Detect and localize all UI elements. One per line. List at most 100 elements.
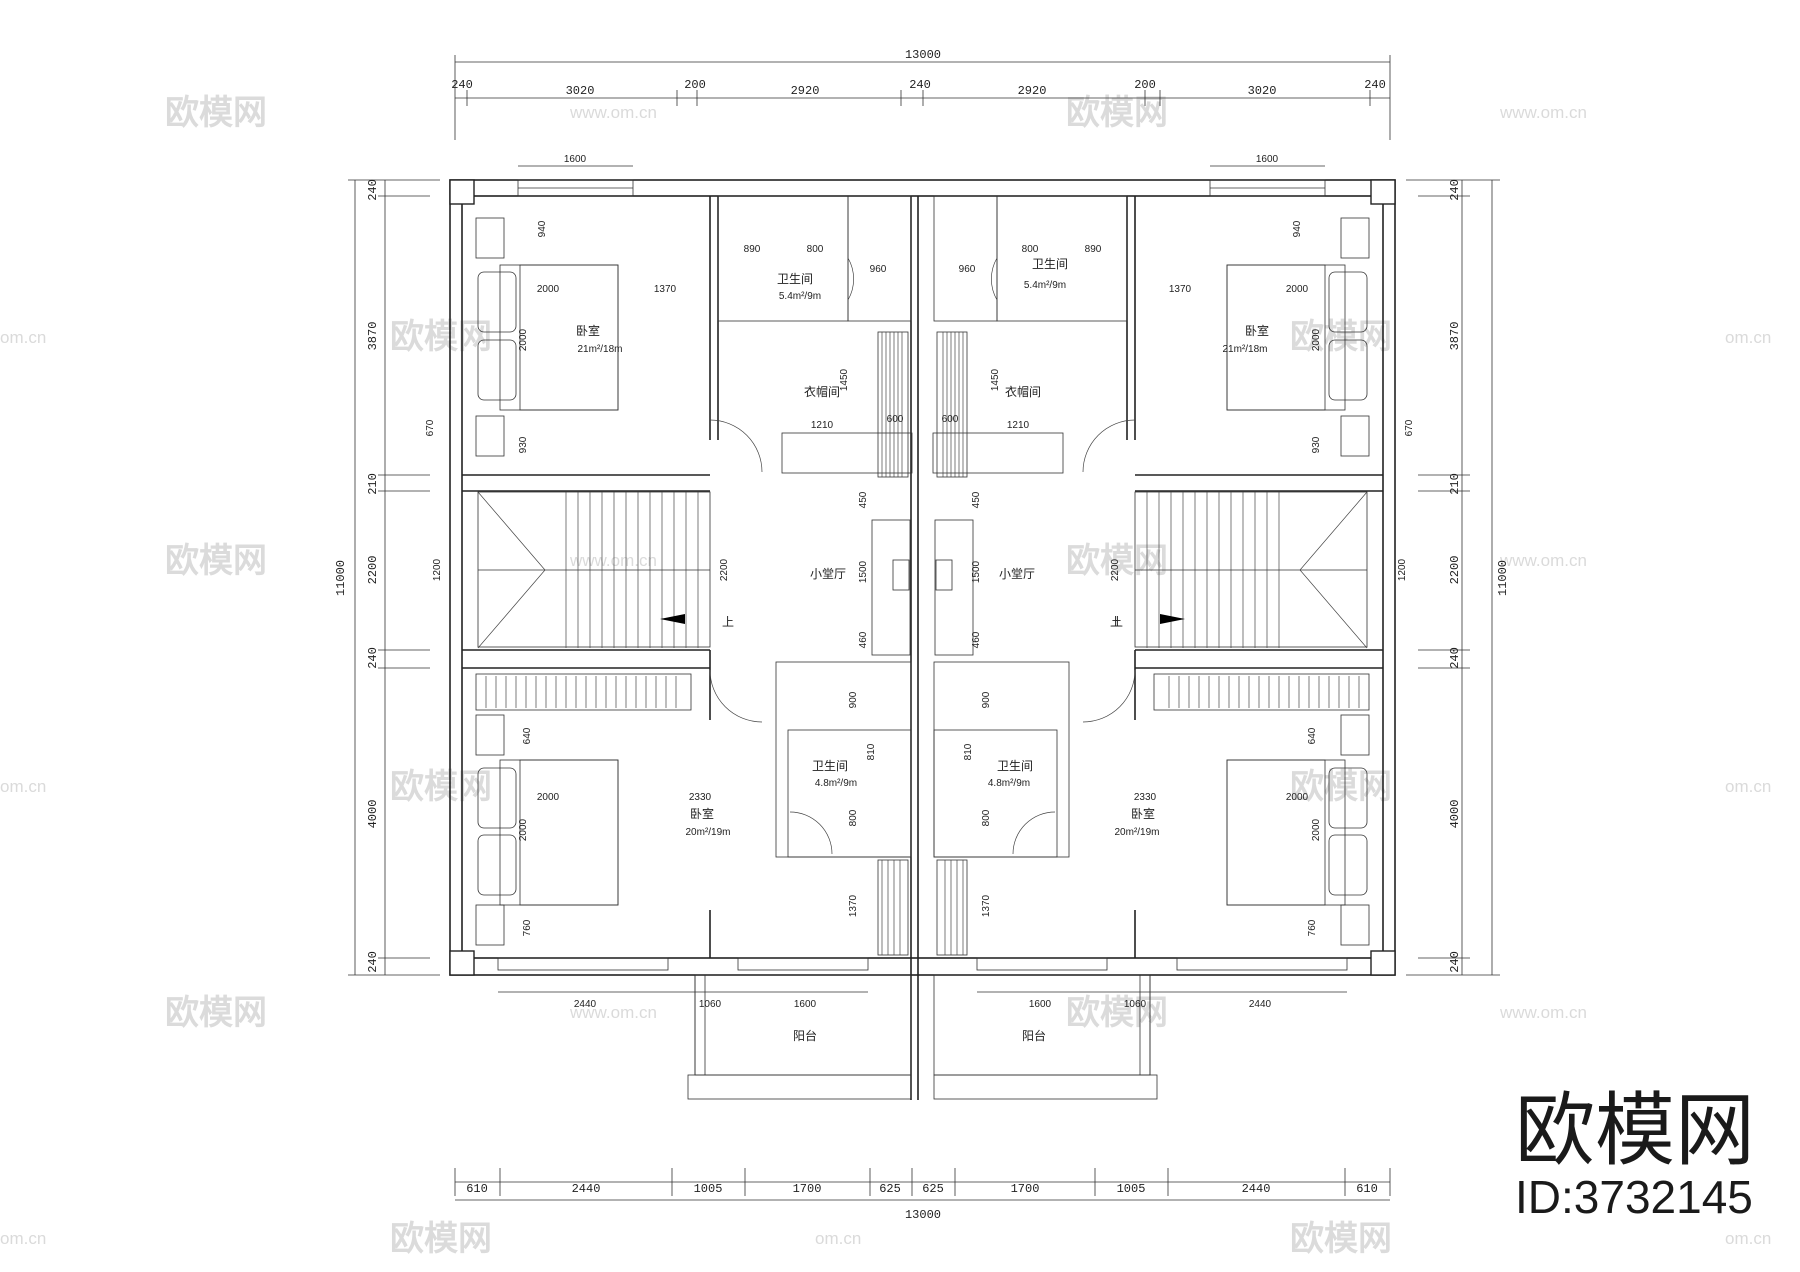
right-dimension-chain: 11000 240 3870 210 2200 240 4000 240 bbox=[1406, 179, 1510, 976]
dim-label: 2200 bbox=[1448, 556, 1462, 585]
dim-label: 2000 bbox=[1286, 284, 1309, 295]
room-name: 小堂厅 bbox=[999, 567, 1035, 581]
watermark-text: 欧模网 bbox=[165, 541, 267, 581]
dim-label: 3870 bbox=[1448, 322, 1462, 351]
dim-label: 930 bbox=[518, 436, 529, 453]
dim-label: 760 bbox=[1307, 919, 1318, 936]
watermark-text: 欧模网 bbox=[390, 767, 492, 807]
watermark-url: om.cn bbox=[0, 328, 46, 347]
dim-label: 240 bbox=[909, 78, 931, 92]
dim-label: 930 bbox=[1311, 436, 1322, 453]
overall-height-left: 11000 bbox=[334, 560, 348, 596]
dim-label: 2000 bbox=[1311, 328, 1322, 351]
dim-label: 2200 bbox=[719, 558, 730, 581]
dim-label: 1370 bbox=[981, 894, 992, 917]
dim-label: 1600 bbox=[1029, 999, 1052, 1010]
dim-label: 600 bbox=[887, 414, 904, 425]
dim-label: 625 bbox=[922, 1182, 944, 1196]
dim-label: 760 bbox=[522, 919, 533, 936]
top-dimension-chain: 13000 240 3020 200 2920 240 2920 200 302… bbox=[451, 48, 1391, 140]
dim-label: 3020 bbox=[1248, 84, 1277, 98]
dim-label: 450 bbox=[971, 491, 982, 508]
overall-width-bottom: 13000 bbox=[905, 1208, 941, 1222]
dim-label: 800 bbox=[848, 809, 859, 826]
watermark-text: 欧模网 bbox=[1066, 541, 1168, 581]
dim-label: 940 bbox=[537, 220, 548, 237]
dim-label: 2000 bbox=[518, 818, 529, 841]
dim-label: 1450 bbox=[839, 368, 850, 391]
room-name: 卫生间 bbox=[1032, 257, 1068, 271]
room-name: 卫生间 bbox=[777, 272, 813, 286]
dim-label: 640 bbox=[1307, 727, 1318, 744]
watermark-url: om.cn bbox=[0, 1229, 46, 1248]
dim-label: 890 bbox=[744, 244, 761, 255]
watermark-url: om.cn bbox=[1725, 1229, 1771, 1248]
watermark-url: www.om.cn bbox=[569, 103, 657, 122]
room-name: 阳台 bbox=[793, 1028, 817, 1043]
watermark-text: 欧模网 bbox=[1290, 317, 1392, 357]
dim-label: 1370 bbox=[654, 284, 677, 295]
room-area: 4.8m²/9m bbox=[988, 778, 1030, 789]
dim-label: 1005 bbox=[1117, 1182, 1146, 1196]
room-name: 卫生间 bbox=[812, 759, 848, 773]
dim-label: 4000 bbox=[1448, 800, 1462, 829]
dim-label: 1060 bbox=[699, 999, 722, 1010]
watermark-text: 欧模网 bbox=[1290, 767, 1392, 807]
watermark-url: om.cn bbox=[815, 1229, 861, 1248]
stair-up-label: 上 bbox=[1110, 615, 1122, 629]
dim-label: 2440 bbox=[1249, 999, 1272, 1010]
dim-label: 600 bbox=[942, 414, 959, 425]
dim-label: 2920 bbox=[791, 84, 820, 98]
dim-label: 800 bbox=[807, 244, 824, 255]
top-window-left: 1600 bbox=[517, 154, 634, 197]
dim-label: 1450 bbox=[990, 368, 1001, 391]
watermark-url: om.cn bbox=[1725, 328, 1771, 347]
dim-label: 1200 bbox=[1397, 558, 1408, 581]
dim-label: 1060 bbox=[1124, 999, 1147, 1010]
room-name: 衣帽间 bbox=[804, 384, 840, 399]
dim-label: 1005 bbox=[694, 1182, 723, 1196]
brand-block: 欧模网 ID:3732145 bbox=[1515, 1084, 1755, 1223]
window-dim: 1600 bbox=[564, 154, 587, 165]
dim-label: 940 bbox=[1292, 220, 1303, 237]
room-area: 20m²/19m bbox=[1114, 827, 1159, 838]
dim-label: 900 bbox=[981, 691, 992, 708]
dim-label: 1700 bbox=[793, 1182, 822, 1196]
watermark-url: www.om.cn bbox=[1499, 103, 1587, 122]
dim-label: 890 bbox=[1085, 244, 1102, 255]
watermark-url: om.cn bbox=[1725, 777, 1771, 796]
dim-label: 1500 bbox=[858, 560, 869, 583]
dim-label: 960 bbox=[870, 264, 887, 275]
dim-label: 800 bbox=[981, 809, 992, 826]
left-unit: 上 bbox=[462, 195, 913, 1100]
dim-label: 2000 bbox=[1286, 792, 1309, 803]
room-area: 4.8m²/9m bbox=[815, 778, 857, 789]
dim-label: 240 bbox=[366, 179, 380, 201]
dim-label: 900 bbox=[848, 691, 859, 708]
overall-height-right: 11000 bbox=[1496, 560, 1510, 596]
dim-label: 2440 bbox=[1242, 1182, 1271, 1196]
room-name: 卧室 bbox=[1245, 323, 1269, 338]
stair-up-label: 上 bbox=[722, 615, 734, 629]
dim-label: 1210 bbox=[811, 420, 834, 431]
dim-label: 460 bbox=[971, 631, 982, 648]
overall-width-top: 13000 bbox=[905, 48, 941, 62]
room-name: 卧室 bbox=[576, 323, 600, 338]
dim-label: 960 bbox=[959, 264, 976, 275]
room-area: 20m²/19m bbox=[685, 827, 730, 838]
dim-label: 240 bbox=[1448, 647, 1462, 669]
watermark-text: 欧模网 bbox=[165, 993, 267, 1033]
dim-label: 4000 bbox=[366, 800, 380, 829]
left-unit-labels: 940 2000 1370 2000 930 670 1200 卧室 21m²/… bbox=[425, 220, 904, 1043]
dim-label: 1370 bbox=[1169, 284, 1192, 295]
dim-label: 2000 bbox=[537, 284, 560, 295]
dim-label: 2000 bbox=[1311, 818, 1322, 841]
brand-id: ID:3732145 bbox=[1515, 1171, 1753, 1223]
exterior-walls bbox=[449, 179, 1396, 1100]
dim-label: 240 bbox=[366, 951, 380, 973]
watermark-url: www.om.cn bbox=[569, 551, 657, 570]
dim-label: 1500 bbox=[971, 560, 982, 583]
room-area: 5.4m²/9m bbox=[1024, 280, 1066, 291]
watermark-text: 欧模网 bbox=[165, 93, 267, 133]
